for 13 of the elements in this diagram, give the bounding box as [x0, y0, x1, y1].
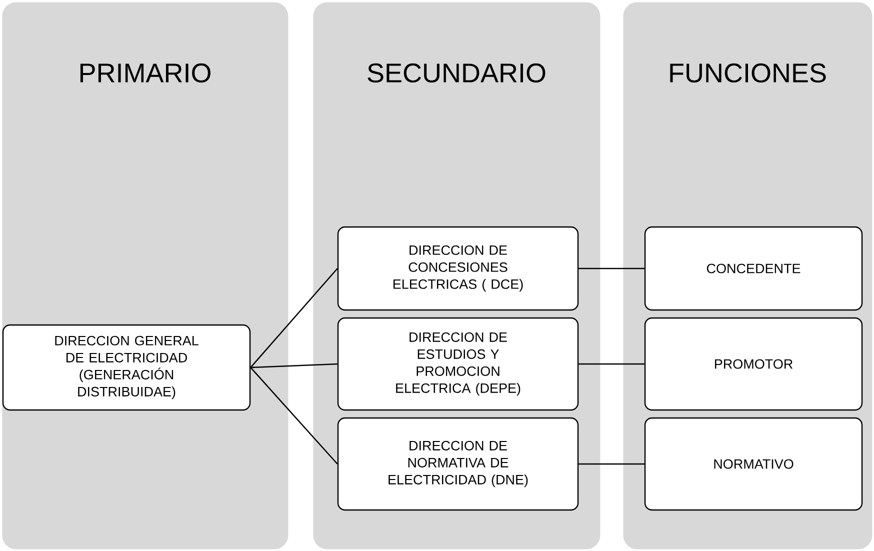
process-box: DIRECCION DE NORMATIVA DE ELECTRICIDAD (DNE): [337, 417, 579, 511]
connector-line: [578, 463, 644, 465]
connector-line: [250, 367, 338, 464]
connector-line: [250, 363, 338, 368]
process-box: DIRECCION GENERAL DE ELECTRICIDAD (GENERACIÓN DISTRIBUIDAE): [2, 324, 251, 411]
process-box: CONCEDENTE: [644, 226, 863, 311]
process-box: DIRECCION DE CONCESIONES ELECTRICAS ( DCE): [337, 226, 579, 311]
connector-line: [578, 363, 644, 365]
process-box: PROMOTOR: [644, 317, 863, 411]
connector-line: [578, 268, 644, 270]
process-box: NORMATIVO: [644, 417, 863, 511]
connector-line: [250, 268, 338, 368]
process-box: DIRECCION DE ESTUDIOS Y PROMOCION ELECTRICA (DEPE): [337, 317, 579, 411]
